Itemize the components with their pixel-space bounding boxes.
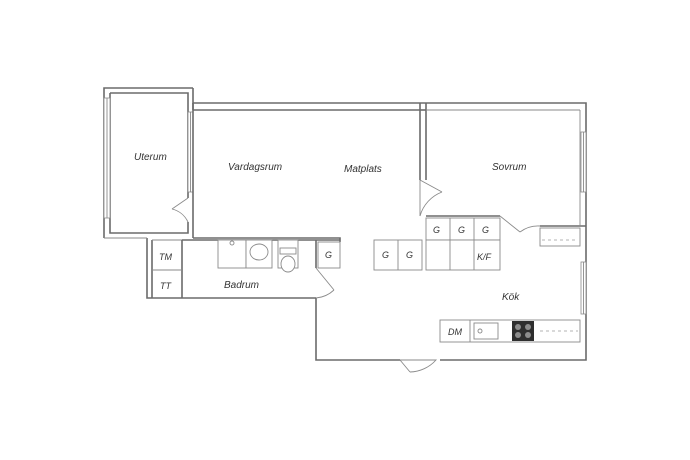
kitchen-counter xyxy=(439,319,581,343)
label-g-top-3: G xyxy=(482,225,489,235)
label-g-top-2: G xyxy=(458,225,465,235)
interior-walls xyxy=(151,103,586,298)
stove-icon xyxy=(512,321,534,341)
room-label-sovrum: Sovrum xyxy=(492,162,526,173)
sink-icon xyxy=(473,322,499,340)
sunroom xyxy=(103,92,194,234)
bathroom-fixtures xyxy=(217,239,341,273)
label-dm: DM xyxy=(448,327,462,337)
hall-wardrobes xyxy=(373,217,501,271)
room-label-matplats: Matplats xyxy=(344,164,382,175)
toilet-tank xyxy=(279,247,297,255)
room-label-uterum: Uterum xyxy=(134,152,167,163)
bath-wardrobe xyxy=(317,241,341,269)
room-label-badrum: Badrum xyxy=(224,280,259,291)
entrance-door xyxy=(399,359,438,373)
windows xyxy=(580,131,587,315)
label-kf: K/F xyxy=(477,252,492,262)
label-g-hall-1: G xyxy=(382,250,389,260)
room-label-vardagsrum: Vardagsrum xyxy=(228,162,282,173)
toilet-icon xyxy=(280,255,296,273)
bedroom-door xyxy=(419,179,443,217)
label-tt: TT xyxy=(160,281,172,291)
label-g-hall-2: G xyxy=(406,250,413,260)
bathroom-door xyxy=(315,267,335,299)
sink-icon xyxy=(249,243,269,261)
room-label-kok: Kök xyxy=(502,292,520,303)
doors xyxy=(315,179,541,373)
overhead-cabinet xyxy=(539,227,581,247)
kitchen-door xyxy=(499,215,541,233)
label-g-top-1: G xyxy=(433,225,440,235)
label-g-bath: G xyxy=(325,250,332,260)
exterior-walls xyxy=(103,87,587,361)
label-tm: TM xyxy=(159,252,172,262)
